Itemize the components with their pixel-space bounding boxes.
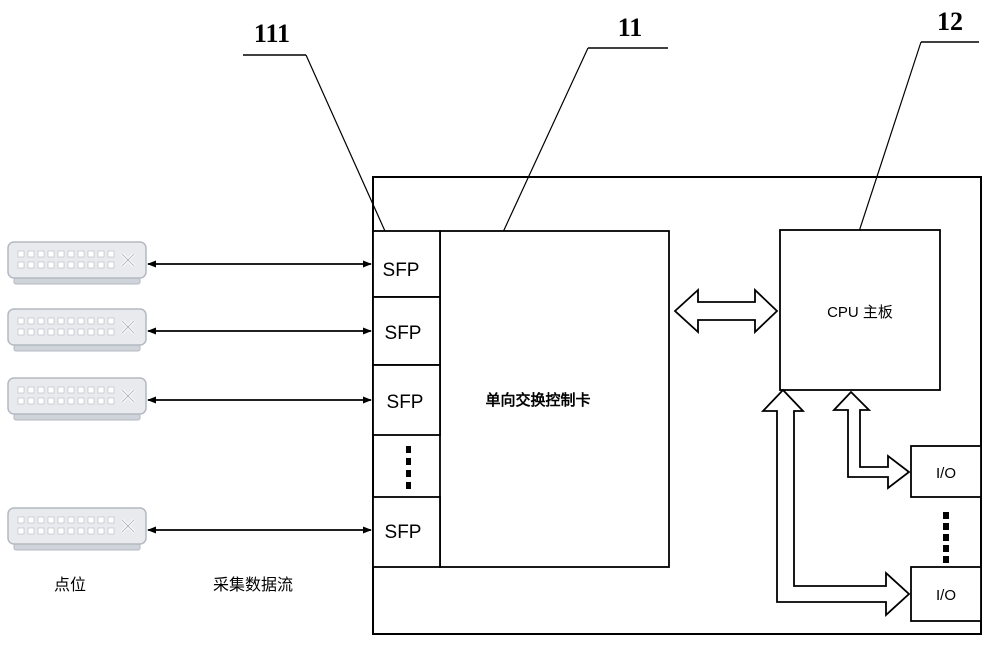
network-switch-icon [7, 507, 147, 551]
sfp-ellipsis [406, 446, 411, 489]
leader-line-12 [850, 41, 922, 257]
switch-control-card [439, 230, 670, 568]
sfp-label: SFP [383, 260, 420, 281]
data-flow-label: 采集数据流 [213, 576, 293, 594]
network-switch-icon [7, 308, 147, 352]
sfp-label: SFP [385, 323, 422, 344]
cpu-board-label: CPU 主板 [827, 303, 893, 321]
sfp-label: SFP [385, 522, 422, 543]
network-switch-icon [7, 377, 147, 421]
ref-number-111: 111 [254, 19, 290, 48]
endpoint-devices [7, 241, 147, 551]
io-ellipsis [943, 512, 949, 563]
cpu-board [779, 229, 941, 391]
cpu-io-link-arrow [760, 388, 911, 618]
sfp-label: SFP [387, 392, 424, 413]
ref-label-111: 111 [243, 19, 306, 56]
sfp-port: SFP [372, 364, 441, 436]
endpoints-label: 点位 [54, 576, 86, 594]
sfp-port: SFP [372, 296, 441, 366]
switch-card-label: 单向交换控制卡 [485, 391, 590, 409]
data-flow-arrows [147, 260, 372, 534]
sfp-port: SFP [372, 496, 441, 568]
ref-number-12: 12 [937, 7, 963, 36]
io-port: I/O [910, 445, 982, 498]
leader-line-111 [305, 54, 390, 241]
card-cpu-link-arrow [673, 287, 779, 335]
io-port: I/O [910, 566, 982, 622]
ref-number-11: 11 [618, 13, 643, 42]
ref-label-11: 11 [588, 13, 668, 49]
io-label: I/O [936, 587, 956, 604]
sfp-port: SFP [372, 230, 441, 298]
network-switch-icon [7, 241, 147, 285]
leader-line-11 [491, 47, 589, 257]
cpu-io-link-arrow [831, 390, 911, 490]
io-label: I/O [936, 465, 956, 482]
ref-label-12: 12 [921, 7, 979, 43]
